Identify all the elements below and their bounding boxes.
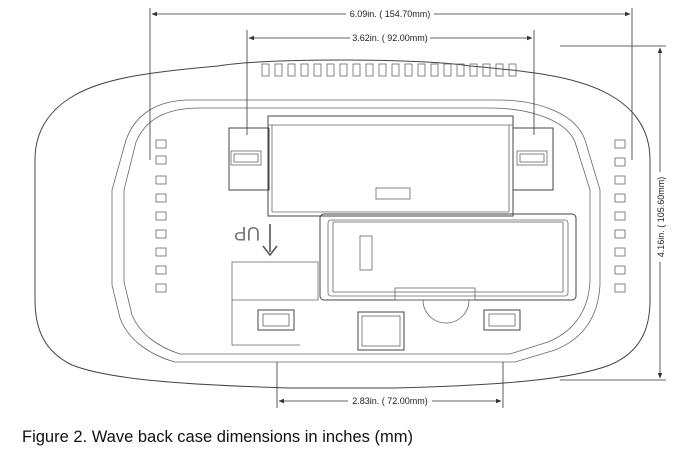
case-outer-outline	[34, 59, 651, 389]
bottom-clips	[257, 309, 521, 351]
dim-inner-width: 3.62in. ( 92.00mm)	[246, 30, 535, 135]
case-inner-plate	[111, 99, 601, 363]
inner-width-label: 3.62in. ( 92.00mm)	[352, 33, 428, 43]
embossed-up-label: UP	[234, 222, 260, 243]
round-notch	[422, 299, 470, 324]
left-vent-slots	[155, 139, 167, 293]
dim-overall-width: 6.09in. ( 154.70mm)	[149, 8, 633, 160]
figure-caption: Figure 2. Wave back case dimensions in i…	[22, 428, 413, 446]
right-vent-slots	[614, 139, 626, 293]
up-arrow-icon	[262, 224, 278, 257]
display-window	[267, 115, 514, 217]
left-clip	[228, 127, 270, 191]
overall-height-label: 4.16in. ( 105.60mm)	[656, 177, 666, 258]
dim-overall-height: 4.16in. ( 105.60mm)	[560, 45, 666, 381]
overall-width-label: 6.09in. ( 154.70mm)	[350, 9, 431, 19]
back-case-drawing: UP 6.09in. ( 154.70mm) 3.62in. ( 92.00mm…	[34, 8, 666, 408]
bottom-width-label: 2.83in. ( 72.00mm)	[352, 396, 428, 406]
top-vent-slots	[261, 63, 517, 77]
right-clip	[512, 127, 554, 191]
battery-compartment	[319, 213, 577, 301]
dim-bottom-width: 2.83in. ( 72.00mm)	[276, 362, 504, 408]
